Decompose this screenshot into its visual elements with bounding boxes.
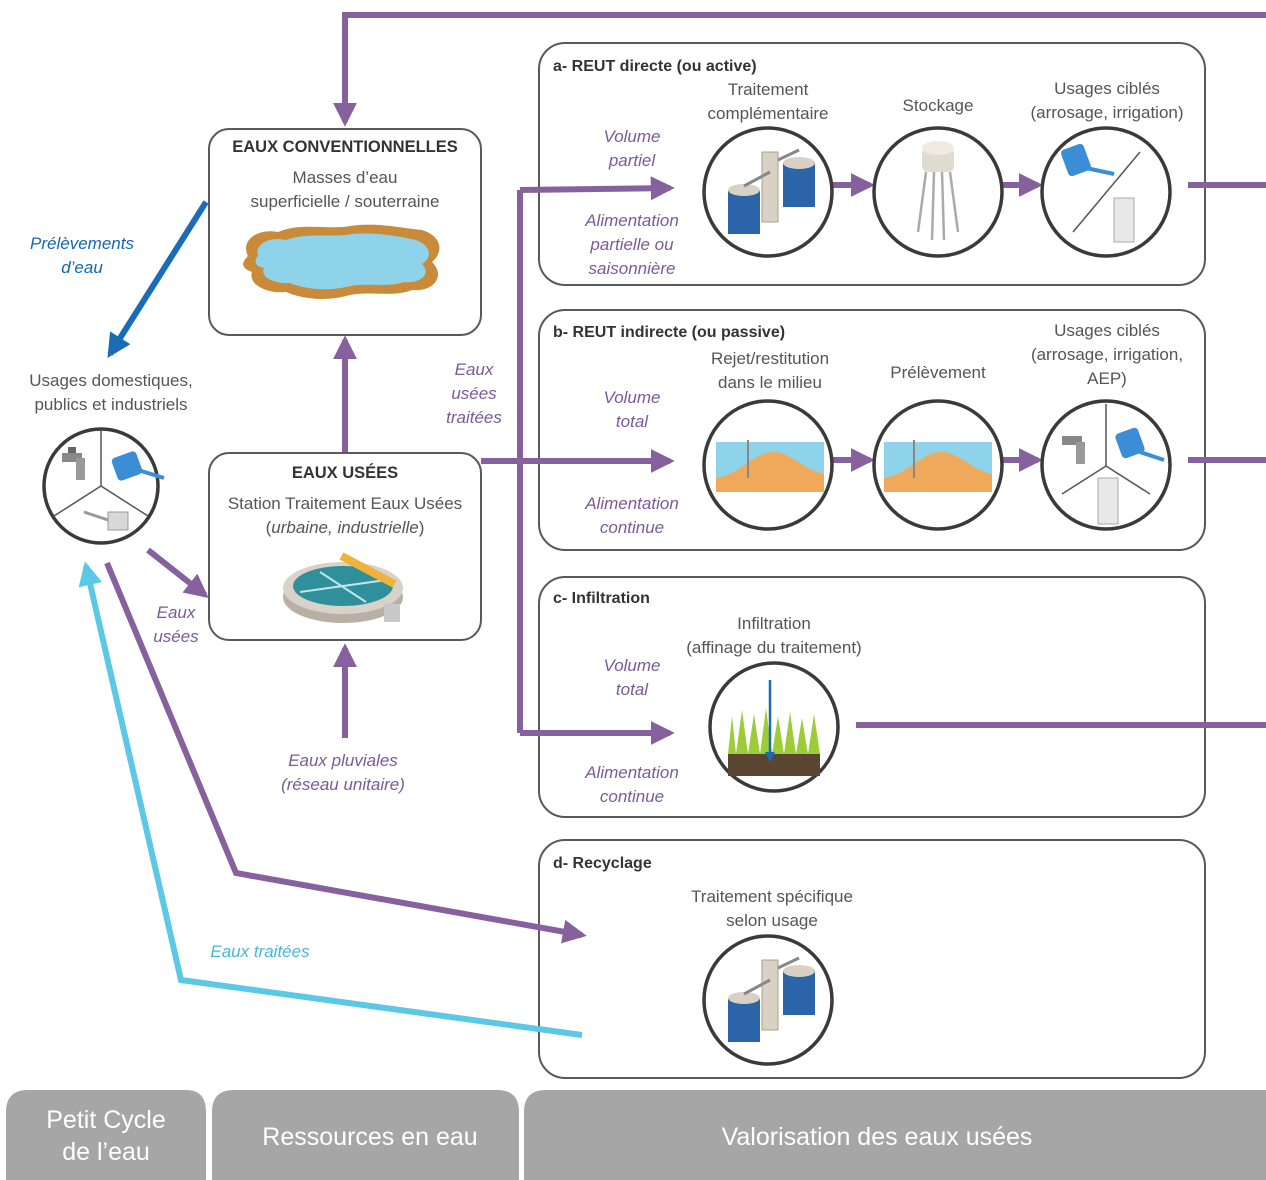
faucet-icon: [62, 447, 85, 480]
lake-icon: [243, 224, 440, 299]
panel-c-feed-2: continue: [600, 787, 664, 806]
water-abstraction-arrow: [107, 200, 209, 359]
treated-label-3: traitées: [446, 408, 502, 427]
conventional-line1: Masses d’eau: [293, 168, 398, 187]
panel-a-volume-2: partiel: [608, 151, 657, 170]
wastewater-box: [208, 452, 482, 641]
infiltration-icon: [728, 680, 820, 776]
panel-a-feed-2: partielle ou: [589, 235, 674, 254]
panel-b-step1-1: Rejet/restitution: [711, 349, 829, 368]
panel-a-volume-1: Volume: [603, 127, 660, 146]
discharge-icon: [716, 440, 824, 492]
conventional-title: EAUX CONVENTIONNELLES: [232, 138, 458, 156]
panel-c-title: c- Infiltration: [553, 590, 650, 607]
panel-d-step1-2: selon usage: [726, 911, 818, 930]
treated-label-1: Eaux: [455, 360, 494, 379]
uses-to-recycling-arrow: [104, 561, 587, 944]
panel-b-step3-1: Usages ciblés: [1054, 321, 1160, 340]
panel-b-step2: Prélèvement: [890, 363, 986, 382]
treated-label-2: usées: [451, 384, 497, 403]
panel-a-step3-2: (arrosage, irrigation): [1030, 103, 1183, 122]
panel-d-box: [538, 839, 1206, 1079]
wastewater-label-2: usées: [153, 627, 199, 646]
tab-petit-cycle-label-2: de l’eau: [62, 1138, 150, 1166]
wastewater-line2: (urbaine, industrielle): [266, 518, 425, 537]
treatment-plant-icon: [283, 552, 403, 623]
uses-dividers: [53, 430, 149, 517]
tab-ressources-label: Ressources en eau: [262, 1123, 477, 1151]
panel-a-step2: Stockage: [903, 96, 974, 115]
abstraction-label-1: Prélèvements: [30, 234, 134, 253]
to-panel-a-arrow: [519, 176, 675, 201]
abstraction-label-2: d’eau: [61, 258, 103, 277]
panel-c-volume-2: total: [616, 680, 649, 699]
panel-b-box: [538, 309, 1206, 551]
conventional-line2: superficielle / souterraine: [251, 192, 440, 211]
panel-c-feed-1: Alimentation: [584, 763, 679, 782]
panel-b-volume-2: total: [616, 412, 649, 431]
panel-c-volume-1: Volume: [603, 656, 660, 675]
panel-a-feed-3: saisonnière: [589, 259, 676, 278]
treated-water-label: Eaux traitées: [210, 942, 310, 961]
stormwater-label-2: (réseau unitaire): [281, 775, 405, 794]
tab-valorisation-label: Valorisation des eaux usées: [722, 1123, 1033, 1151]
panel-c-step1-2: (affinage du traitement): [686, 638, 861, 657]
panel-a-feed-1: Alimentation: [584, 211, 679, 230]
abstraction-icon: [884, 440, 992, 492]
tab-petit-cycle-label-1: Petit Cycle: [46, 1106, 165, 1134]
panel-b-volume-1: Volume: [603, 388, 660, 407]
panel-b-step3-3: AEP): [1087, 369, 1127, 388]
panel-a-step1-2: complémentaire: [708, 104, 829, 123]
panel-a-title: a- REUT directe (ou active): [553, 58, 757, 75]
panel-a-step3-1: Usages ciblés: [1054, 79, 1160, 98]
panel-d-title: d- Recyclage: [553, 855, 652, 872]
return-loop-arrow: [333, 12, 1266, 127]
panel-b-title: b- REUT indirecte (ou passive): [553, 324, 785, 341]
wastewater-line1: Station Traitement Eaux Usées: [228, 494, 462, 513]
tab-valorisation[interactable]: [524, 1090, 1266, 1180]
treated-water-return-arrow: [78, 561, 583, 1038]
treatment-tanks-icon: [728, 148, 815, 234]
panel-b-feed-1: Alimentation: [584, 494, 679, 513]
wastewater-label-1: Eaux: [157, 603, 196, 622]
panel-a-step1-1: Traitement: [728, 80, 809, 99]
panel-c-box: [538, 576, 1206, 818]
panel-b-step1-2: dans le milieu: [718, 373, 822, 392]
uses-line2: publics et industriels: [34, 395, 187, 414]
wastewater-title: EAUX USÉES: [292, 463, 398, 482]
panel-d-step1-1: Traitement spécifique: [691, 887, 853, 906]
uses-to-wastewater-arrow: [146, 547, 209, 598]
panel-b-feed-2: continue: [600, 518, 664, 537]
recycling-tanks-icon: [728, 956, 815, 1042]
watering-can-icon: [111, 451, 165, 481]
panel-a-storage-circle: [872, 126, 1004, 258]
tab-ressources[interactable]: [212, 1090, 519, 1180]
panel-a-box: [538, 42, 1206, 286]
tab-petit-cycle[interactable]: [6, 1090, 206, 1180]
industry-icon: [83, 510, 129, 531]
stormwater-label-1: Eaux pluviales: [288, 751, 398, 770]
panel-b-step3-2: (arrosage, irrigation,: [1031, 345, 1183, 364]
panel-c-step1-1: Infiltration: [737, 614, 811, 633]
water-tower-icon: [916, 141, 960, 241]
multi-uses-icon: [1061, 404, 1165, 525]
irrigation-uses-icon: [1061, 143, 1141, 243]
uses-line1: Usages domestiques,: [29, 371, 192, 390]
